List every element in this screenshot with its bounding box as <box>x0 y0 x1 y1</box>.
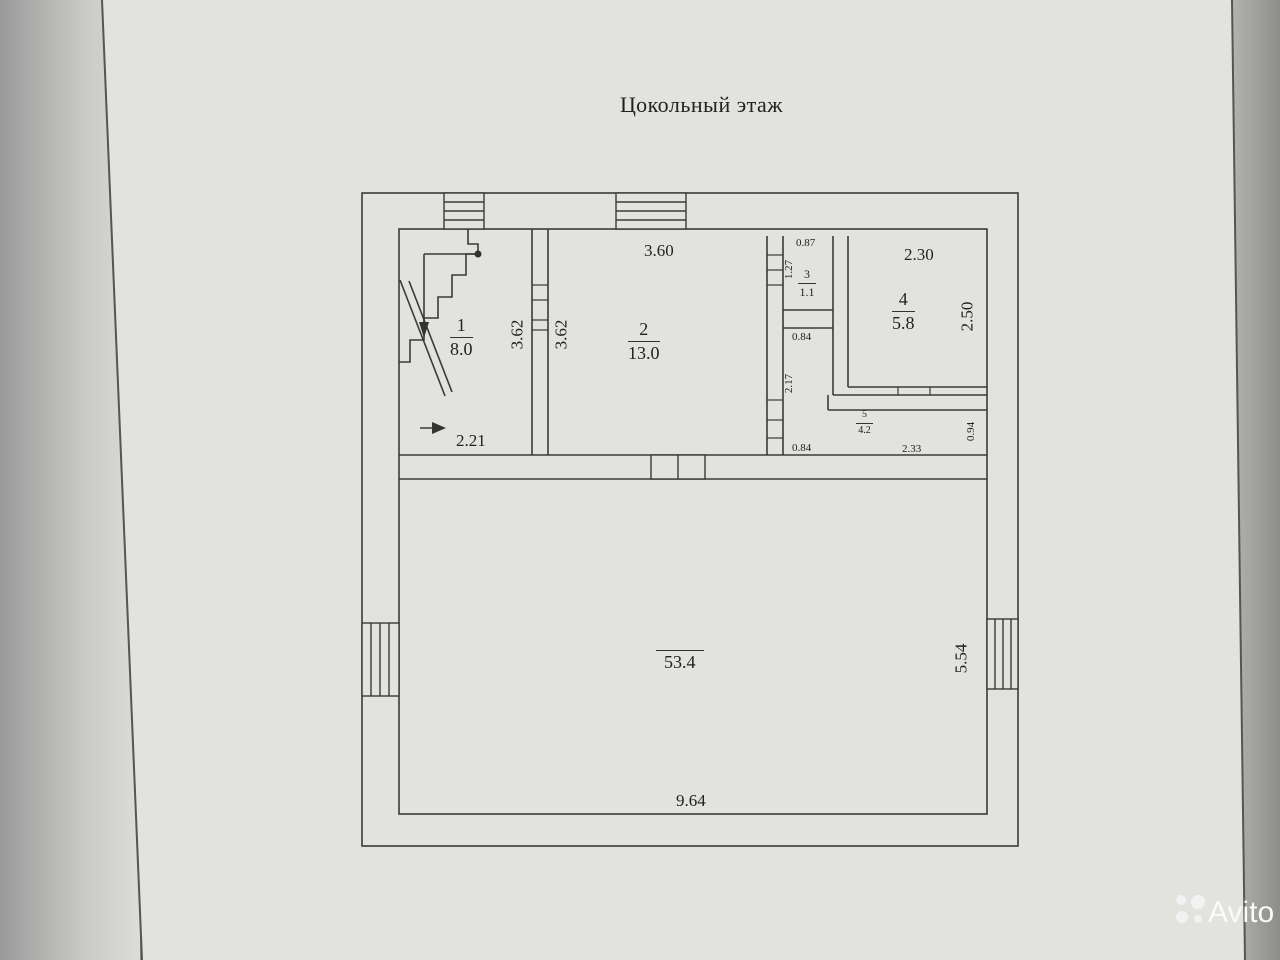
dim-room3-height: 1.27 <box>783 259 796 280</box>
room-4-label: 4 5.8 <box>892 290 915 333</box>
dim-corridor-width: 0.84 <box>792 331 812 343</box>
room-1-area: 8.0 <box>450 338 473 359</box>
room-5-number: 5 <box>856 409 873 424</box>
stair-outline <box>399 253 478 363</box>
paper-border-left <box>101 0 143 960</box>
room-2-area: 13.0 <box>628 342 660 363</box>
room-1-number: 1 <box>450 316 473 338</box>
room-3-area: 1.1 <box>799 284 815 299</box>
paper-border-right <box>1231 0 1246 960</box>
main-room-label: 53.4 <box>656 650 704 671</box>
dim-main-width: 9.64 <box>676 791 706 810</box>
inner-perimeter <box>398 228 988 815</box>
dim-room3-width: 0.87 <box>796 237 816 249</box>
dim-room4-width: 2.30 <box>904 245 934 264</box>
room-4-number: 4 <box>892 290 915 312</box>
dim-room1-width: 2.21 <box>456 431 486 450</box>
room-3-number: 3 <box>798 268 816 284</box>
stair-outline-2 <box>467 229 479 254</box>
avito-wordmark: Avito <box>1208 896 1275 929</box>
room-4-area: 5.8 <box>892 312 915 333</box>
dim-room5-width: 2.33 <box>902 443 922 455</box>
room-1-label: 1 8.0 <box>450 316 473 359</box>
avito-dots-icon <box>1176 895 1205 923</box>
stair-rail-2 <box>408 280 453 393</box>
stair-rail <box>399 279 446 397</box>
room-3-label: 3 1.1 <box>798 268 816 298</box>
paper-sheet <box>102 0 1245 960</box>
dim-room2-height: 3.62 <box>551 319 571 350</box>
room-2-number: 2 <box>628 320 660 342</box>
dim-corridor-height: 2.17 <box>783 373 796 394</box>
room-5-label: 5 4.2 <box>856 409 873 436</box>
avito-watermark-logo: Avito <box>1172 892 1274 930</box>
dim-room5-height: 0.94 <box>965 421 978 442</box>
room-2-label: 2 13.0 <box>628 320 660 363</box>
main-room-area: 53.4 <box>656 650 704 671</box>
plan-title: Цокольный этаж <box>620 92 784 117</box>
room-5-area: 4.2 <box>858 424 871 436</box>
stair-arrowhead-2 <box>432 422 446 434</box>
stair-arrowhead-1 <box>419 322 429 338</box>
dim-room2-width: 3.60 <box>644 241 674 260</box>
dim-room1-height: 3.62 <box>507 319 527 350</box>
dim-corridor-bottom: 0.84 <box>792 442 812 454</box>
stair-start-dot <box>474 250 482 258</box>
outer-wall <box>361 192 1019 847</box>
dim-room4-height: 2.50 <box>957 301 977 332</box>
dim-main-height: 5.54 <box>951 643 971 674</box>
